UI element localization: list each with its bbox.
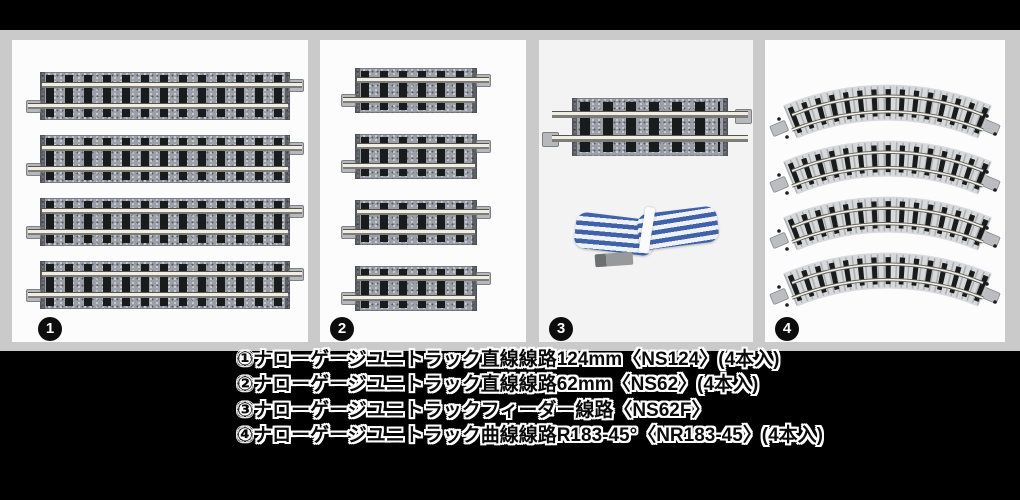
panel-number-badge: 1 — [38, 317, 62, 341]
straight-track-62mm — [341, 266, 491, 311]
rail — [552, 111, 748, 118]
caption-line-1: ①ナローゲージユニトラック直線線路124mm〈NS124〉(4本入) — [237, 349, 780, 370]
panel-straight-62mm: 2 — [320, 40, 526, 342]
rail — [42, 82, 302, 88]
caption-line-4: ④ナローゲージユニトラック曲線線路R183-45°〈NR183-45〉(4本入) — [237, 425, 824, 447]
panel-number-badge: 2 — [330, 317, 354, 341]
panel-number-badge: 4 — [775, 317, 799, 341]
rail — [28, 103, 288, 109]
panel-straight-124mm: 1 — [12, 40, 308, 342]
caption-line-3: ③ナローゲージユニトラックフィーダー線路〈NS62F〉 — [237, 399, 711, 421]
feeder-track-62mm — [542, 98, 752, 156]
curved-tracks-graphic — [765, 40, 1005, 342]
straight-track-62mm — [341, 134, 491, 179]
caption-line-2: ②ナローゲージユニトラック直線線路62mm〈NS62〉(4本入) — [237, 374, 759, 396]
photo-board: 1 2 — [0, 30, 1020, 351]
straight-track-124mm — [26, 72, 304, 120]
panel-feeder-track: 3 — [539, 40, 753, 342]
straight-track-124mm — [26, 198, 304, 246]
caption-list: ①ナローゲージユニトラック直線線路124mm〈NS124〉(4本入) ②ナローゲ… — [237, 347, 823, 449]
rail — [552, 135, 748, 142]
straight-track-62mm — [341, 200, 491, 245]
panel-curved-track: 4 — [765, 40, 1005, 342]
straight-track-62mm — [341, 68, 491, 113]
panel-number-badge: 3 — [549, 317, 573, 341]
feeder-cable — [573, 205, 720, 268]
straight-track-124mm — [26, 261, 304, 309]
straight-track-124mm — [26, 135, 304, 183]
cable-plug — [594, 251, 634, 268]
